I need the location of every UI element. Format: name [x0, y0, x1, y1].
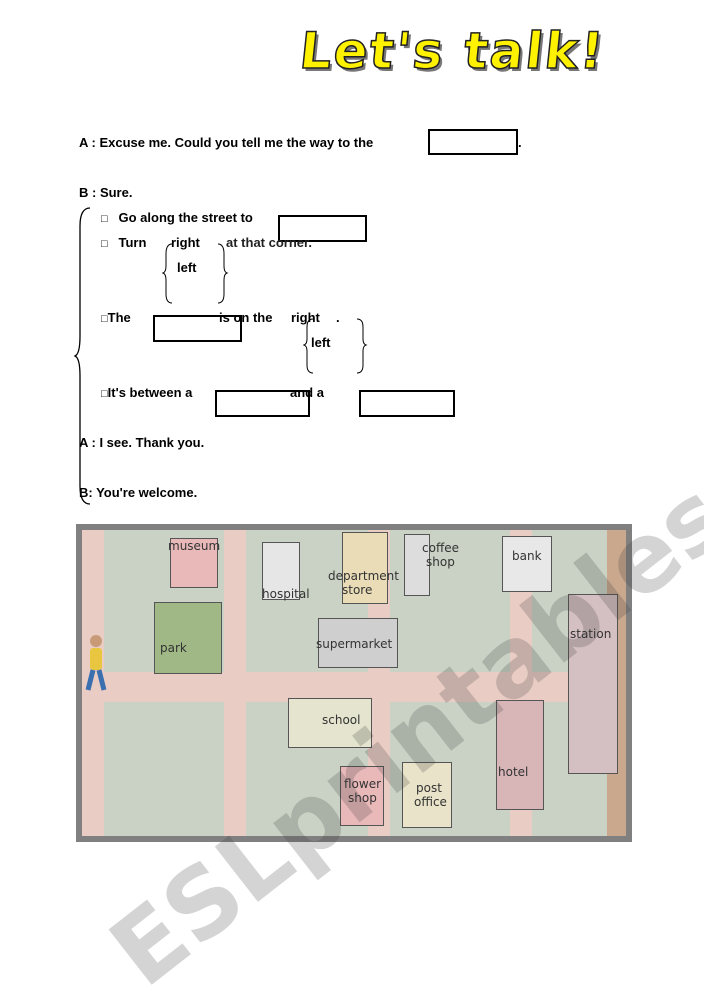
line-a1-end: . [518, 135, 522, 150]
museum-building [170, 538, 218, 588]
step4-line: □It's between a [101, 385, 192, 400]
option-left-2: left [311, 335, 331, 350]
answer-box-place[interactable] [153, 315, 242, 342]
flower-label: flower [344, 777, 382, 791]
step2-end: at that corner. [226, 235, 312, 250]
map-illustration: museum hospital department store coffee … [82, 530, 626, 836]
road-1 [224, 530, 246, 836]
option-left: left [177, 260, 197, 275]
line-b1: B : Sure. [79, 185, 133, 200]
hospital-label: hospital [262, 587, 310, 601]
hotel-building [496, 700, 544, 810]
school-building [288, 698, 372, 748]
flower-shop-label: shop [348, 791, 377, 805]
checkbox-icon: □ [101, 238, 108, 250]
left-brace [74, 207, 91, 505]
store-label: store [342, 583, 373, 597]
post-label: post [416, 781, 442, 795]
step2-turn: Turn [118, 235, 147, 250]
step1-text: Go along the street to [118, 210, 253, 225]
hotel-label: hotel [498, 765, 529, 779]
option-right: right [171, 235, 200, 250]
supermarket-label: supermarket [316, 637, 393, 651]
page-title: Let's talk! [296, 21, 609, 81]
person-icon [85, 635, 107, 691]
town-map: museum hospital department store coffee … [76, 524, 632, 842]
department-label: department [328, 569, 399, 583]
park-area [154, 602, 222, 674]
museum-label: museum [168, 539, 221, 553]
road-2 [368, 530, 390, 836]
flower-shop-building [340, 766, 384, 826]
station-label: station [570, 627, 612, 641]
step3-line: □The [101, 310, 131, 325]
checkbox-icon: □ [101, 213, 108, 225]
post-office-building [402, 762, 452, 828]
school-label: school [322, 713, 361, 727]
coffee-shop-label: shop [426, 555, 455, 569]
answer-box-destination[interactable] [428, 129, 518, 155]
step4-a: It's between a [107, 385, 193, 400]
bank-building [502, 536, 552, 592]
step1-line: □ Go along the street to [101, 210, 253, 225]
answer-box-between-1[interactable] [215, 390, 310, 417]
option-right-2: right [291, 310, 320, 325]
coffee-shop-building [404, 534, 430, 596]
step3-dot: . [336, 310, 340, 325]
checkbox-icon: □ [101, 313, 108, 325]
west-road [82, 530, 104, 836]
line-a1: A : Excuse me. Could you tell me the way… [79, 135, 374, 150]
hospital-building [262, 542, 300, 600]
coffee-label: coffee [422, 541, 459, 555]
bank-label: bank [512, 549, 542, 563]
step3-the: The [107, 310, 131, 325]
department-store-building [342, 532, 388, 604]
choice-braces-2 [303, 318, 368, 374]
step4-b: and a [290, 385, 324, 400]
step3-middle: is on the [219, 310, 273, 325]
step2-line: □ Turn [101, 235, 146, 250]
station-building [568, 594, 618, 774]
office-label: office [414, 795, 447, 809]
park-label: park [160, 641, 187, 655]
line-a2: A : I see. Thank you. [79, 435, 205, 450]
line-b2: B: You're welcome. [79, 485, 198, 500]
checkbox-icon: □ [101, 388, 108, 400]
supermarket-building [318, 618, 398, 668]
choice-braces [162, 243, 229, 304]
answer-box-street[interactable] [278, 215, 367, 242]
main-street [82, 672, 626, 702]
answer-box-between-2[interactable] [359, 390, 455, 417]
